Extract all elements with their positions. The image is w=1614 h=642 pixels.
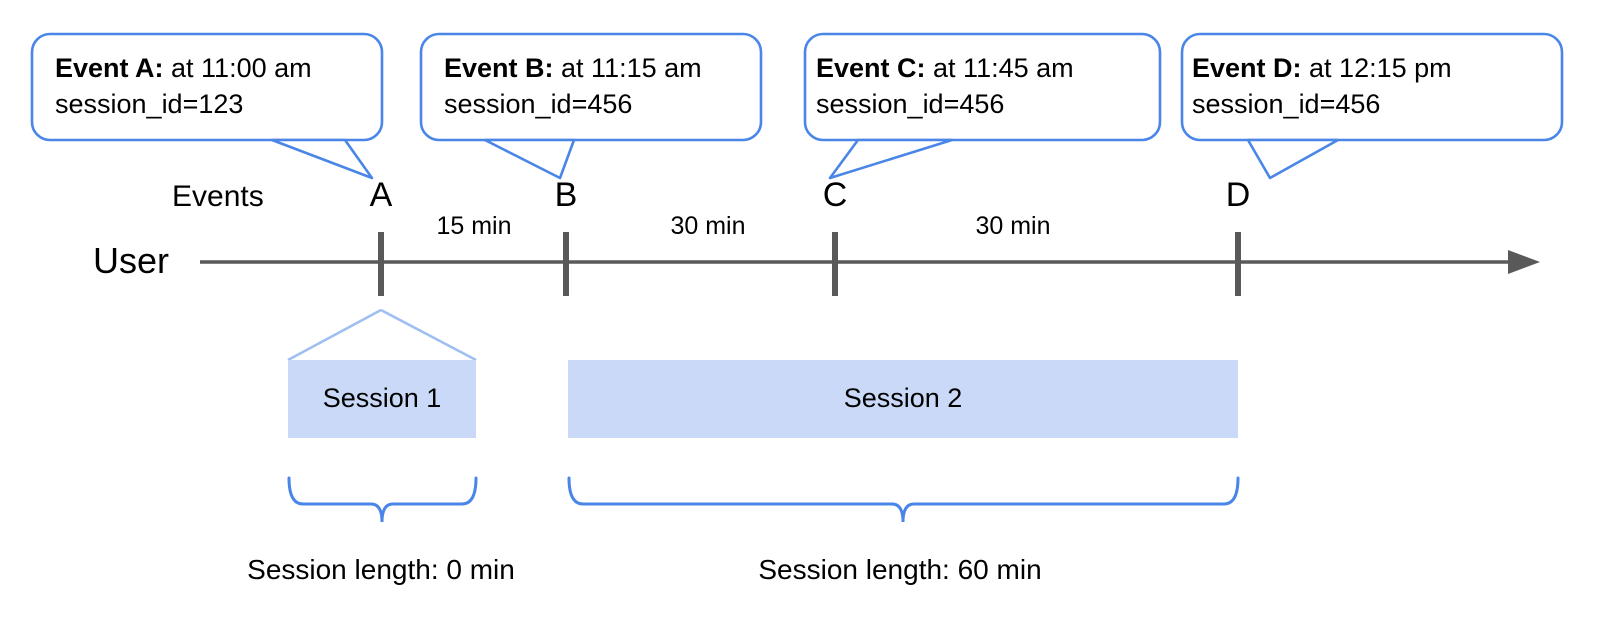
- interval-label-a-b: 15 min: [436, 212, 512, 240]
- session-1-funnel-right: [380, 308, 477, 362]
- session-1-brace: [287, 476, 478, 523]
- session-1-brace-path: [287, 476, 478, 523]
- callout-a-bubble: [30, 32, 384, 142]
- interval-label-b-c: 30 min: [670, 212, 746, 240]
- timeline-ticks: [378, 232, 1241, 296]
- session-2-bar: [568, 360, 1238, 438]
- callout-c: [803, 32, 1162, 180]
- marker-label-c: C: [822, 176, 848, 214]
- callout-b-bubble: [419, 32, 763, 142]
- callout-b-tail: [483, 138, 576, 180]
- callout-a-tail: [270, 138, 374, 180]
- callout-b: [419, 32, 763, 180]
- marker-label-a: A: [369, 176, 393, 214]
- callout-a: [30, 32, 384, 180]
- session-1-length-label: Session length: 0 min: [247, 554, 515, 585]
- events-row-label: Events: [172, 180, 264, 213]
- session-2-length-label: Session length: 60 min: [758, 554, 1042, 585]
- callout-d-tail: [1246, 138, 1340, 180]
- marker-label-d: D: [1225, 176, 1251, 214]
- session-2-brace: [567, 476, 1240, 523]
- callout-c-tail: [828, 138, 954, 180]
- marker-label-b: B: [554, 176, 578, 214]
- callout-d-bubble: [1180, 32, 1564, 142]
- user-row-label: User: [93, 240, 170, 281]
- session-1-bar-label: Session 1: [322, 383, 442, 413]
- session-2-bar-label: Session 2: [843, 383, 963, 413]
- callout-c-bubble: [803, 32, 1162, 142]
- timeline-axis: [200, 250, 1540, 274]
- session-2-brace-path: [567, 476, 1240, 523]
- session-1-funnel-left: [287, 308, 382, 362]
- session-1-bar: [288, 360, 476, 438]
- callout-d: [1180, 32, 1564, 180]
- session-1-funnel: [287, 308, 477, 362]
- timeline-arrowhead: [1508, 250, 1540, 274]
- interval-label-c-d: 30 min: [975, 212, 1051, 240]
